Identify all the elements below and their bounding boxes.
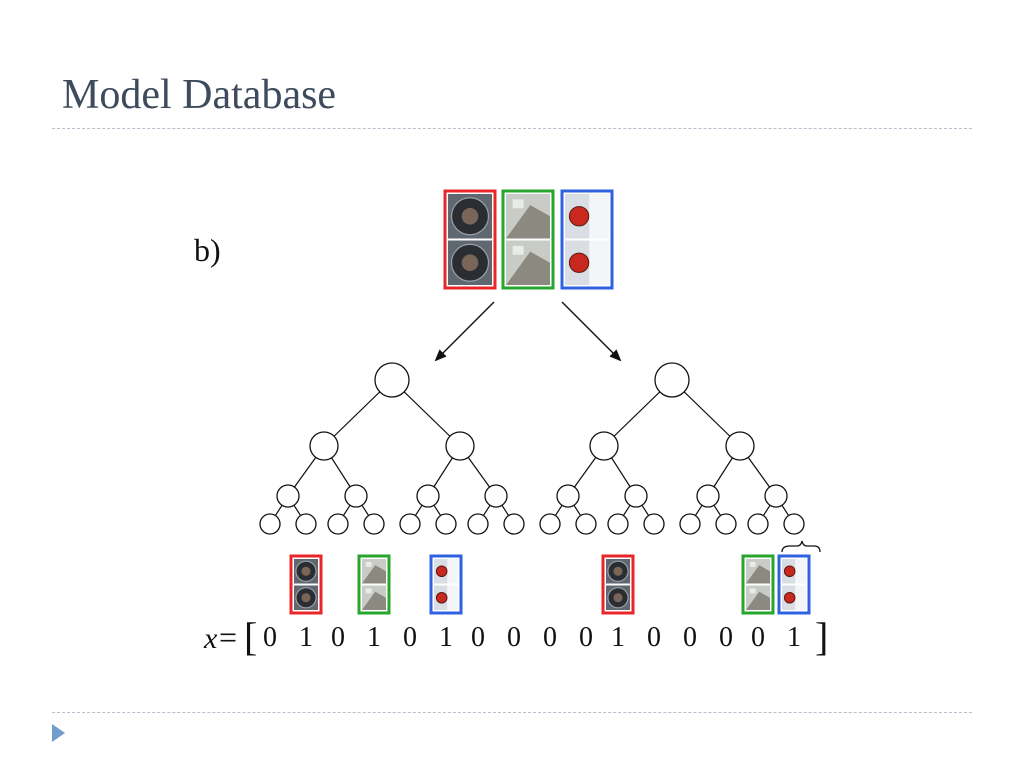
arrow-right: [561, 301, 622, 362]
vector-bit: 1: [299, 622, 313, 653]
tree-node: [725, 431, 755, 461]
vector-bit: 1: [611, 622, 625, 653]
tree-node: [624, 484, 648, 508]
tree-node: [696, 484, 720, 508]
leaf-node: [715, 513, 737, 535]
arrow-left: [434, 301, 495, 362]
vector-close-bracket: ]: [815, 614, 828, 659]
title-divider: [52, 128, 972, 129]
vector-bit: 0: [719, 622, 733, 653]
vector-bit: 1: [367, 622, 381, 653]
leaf-node: [539, 513, 561, 535]
leaf-node: [327, 513, 349, 535]
leaf-node: [467, 513, 489, 535]
vector-bit: 0: [683, 622, 697, 653]
leaf-wheel-patch-4: [601, 554, 635, 615]
tree-node: [309, 431, 339, 461]
leaf-node: [679, 513, 701, 535]
leaf-door-corner-patch-5: [741, 554, 775, 615]
vocabulary-trees: [259, 362, 805, 535]
vector-bit: 0: [543, 622, 557, 653]
vector-open-bracket: [: [244, 614, 257, 659]
brace: [781, 540, 821, 553]
tree-node: [556, 484, 580, 508]
leaf-node: [435, 513, 457, 535]
panel-label: b): [194, 232, 221, 268]
tree-node: [374, 362, 410, 398]
tree-node: [654, 362, 690, 398]
leaf-patch-group: [289, 554, 811, 615]
vector-bit: 0: [507, 622, 521, 653]
leaf-door-corner-patch-2: [357, 554, 391, 615]
tree-2: [539, 362, 805, 535]
top-wheel-patch-1: [443, 189, 497, 290]
leaf-node: [503, 513, 525, 535]
tree-node: [484, 484, 508, 508]
tree-1: [259, 362, 525, 535]
top-patch-group: [443, 189, 614, 290]
leaf-node: [295, 513, 317, 535]
vector-bit: 0: [403, 622, 417, 653]
vector-bit: 1: [439, 622, 453, 653]
leaf-node: [607, 513, 629, 535]
vector-bit: 0: [331, 622, 345, 653]
tree-node: [416, 484, 440, 508]
leaf-node: [363, 513, 385, 535]
leaf-node: [259, 513, 281, 535]
vector-bit: 0: [471, 622, 485, 653]
slide-title: Model Database: [62, 72, 337, 118]
vector-bit: 0: [751, 622, 765, 653]
tree-node: [276, 484, 300, 508]
leaf-node: [575, 513, 597, 535]
leaf-tail-light-patch-6: [777, 554, 811, 615]
leaf-node: [783, 513, 805, 535]
vector-bit: 1: [787, 622, 801, 653]
vector-bit: 0: [579, 622, 593, 653]
vector-bit: 0: [647, 622, 661, 653]
tree-node: [764, 484, 788, 508]
vector-label: x: [203, 622, 218, 655]
vector-bit: 0: [263, 622, 277, 653]
top-door-corner-patch-2: [501, 189, 555, 290]
top-tail-light-patch-3: [560, 189, 614, 290]
play-triangle-icon: [52, 724, 65, 742]
tree-node: [344, 484, 368, 508]
leaf-node: [399, 513, 421, 535]
leaf-wheel-patch-1: [289, 554, 323, 615]
leaf-node: [643, 513, 665, 535]
leaf-tail-light-patch-3: [429, 554, 463, 615]
footer-divider: [52, 712, 972, 713]
tree-node: [589, 431, 619, 461]
vector-equals: =: [219, 619, 237, 655]
tree-node: [445, 431, 475, 461]
leaf-node: [747, 513, 769, 535]
